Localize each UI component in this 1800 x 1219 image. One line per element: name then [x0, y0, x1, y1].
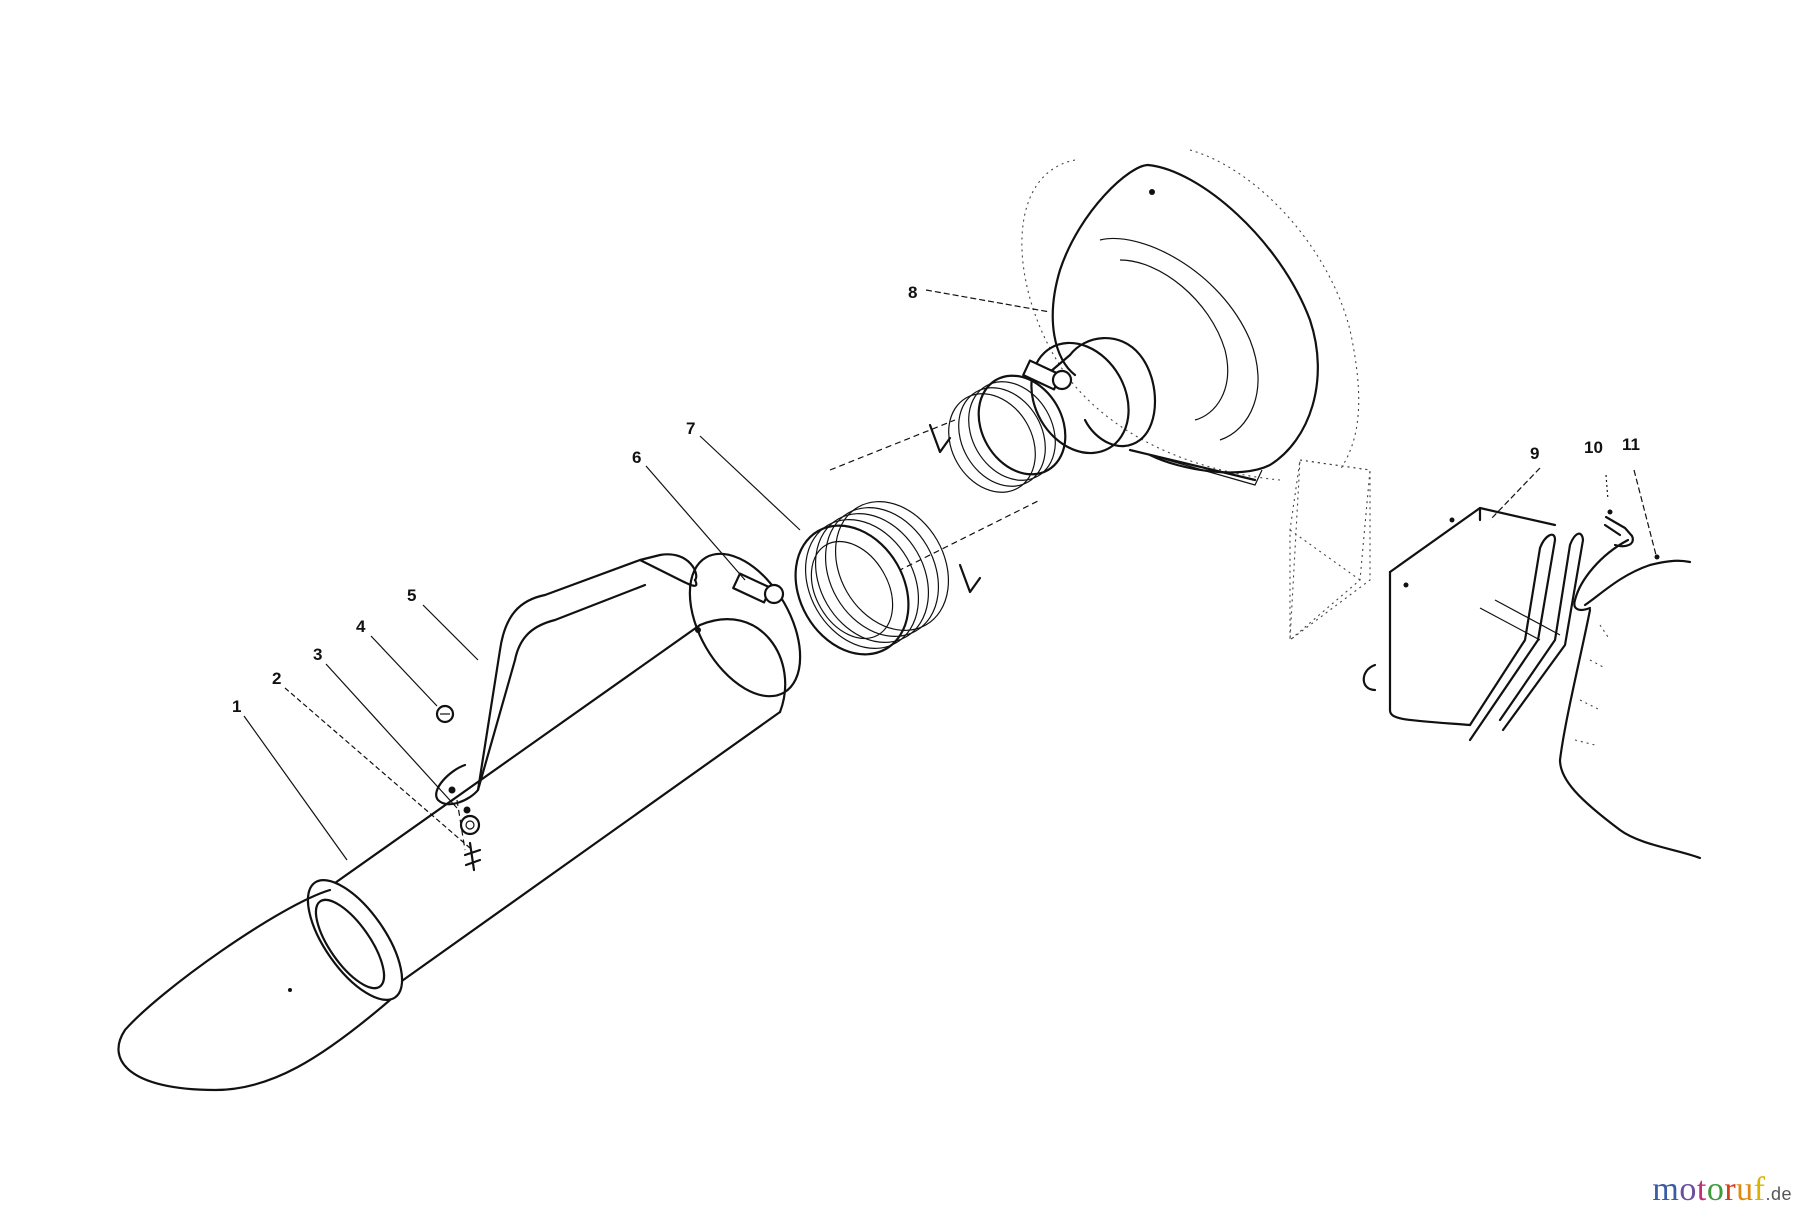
motoruf-watermark: motoruf.de: [1652, 1171, 1792, 1209]
flexible-hose: [794, 374, 1067, 656]
watermark-tld: .de: [1765, 1184, 1792, 1204]
part-label-9: 9: [1530, 444, 1539, 463]
watermark-letter: u: [1736, 1171, 1754, 1208]
hose-clamps: [688, 341, 1130, 698]
leader-lines: [243, 289, 1657, 861]
part-label-10: 10: [1584, 438, 1603, 457]
support-bracket: [435, 553, 698, 806]
part-label-7: 7: [686, 419, 695, 438]
part-labels: 1 2 3 4 5 6 7 8 9 10 11: [232, 283, 1640, 716]
watermark-letter: r: [1724, 1171, 1737, 1208]
fasteners: [435, 704, 482, 872]
part-label-8: 8: [908, 283, 917, 302]
part-label-1: 1: [232, 697, 241, 716]
discharge-tube: [117, 618, 787, 1092]
part-label-6: 6: [632, 448, 641, 467]
watermark-letter: f: [1753, 1171, 1766, 1208]
mounting-bracket: [1558, 509, 1702, 860]
part-label-3: 3: [313, 645, 322, 664]
watermark-letter: o: [1706, 1171, 1725, 1208]
watermark-letter: t: [1696, 1171, 1707, 1208]
deflector-plate: [1362, 506, 1585, 742]
watermark-letter: o: [1679, 1171, 1697, 1208]
part-label-4: 4: [356, 617, 366, 636]
part-label-2: 2: [272, 669, 281, 688]
watermark-letter: m: [1652, 1171, 1680, 1208]
part-label-11: 11: [1622, 435, 1640, 454]
part-label-5: 5: [407, 586, 416, 605]
blower-housing: [1021, 149, 1371, 642]
